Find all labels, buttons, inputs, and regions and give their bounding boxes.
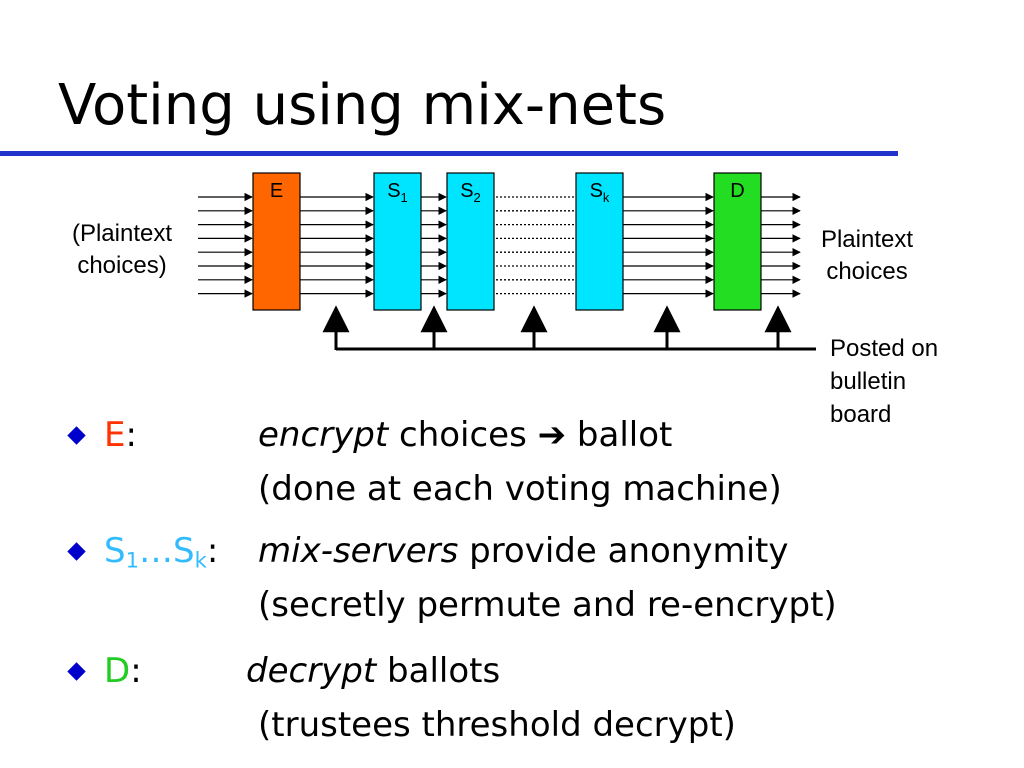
input-label: (Plaintext choices) — [71, 220, 173, 279]
stage-box — [713, 172, 762, 311]
diamond-bullet-icon — [67, 662, 86, 681]
output-label: Plaintext choices — [820, 226, 914, 285]
stage-box — [373, 172, 422, 311]
term-D: D: — [104, 651, 142, 691]
desc-encrypt-detail: (done at each voting machine) — [258, 469, 782, 509]
stage-box — [252, 172, 301, 311]
title-underline — [0, 151, 898, 156]
stage-box — [446, 172, 495, 311]
term-S: S1…Sk: — [104, 531, 219, 573]
term-E: E: — [104, 415, 137, 455]
stage-box — [575, 172, 624, 311]
desc-decrypt-detail: (trustees threshold decrypt) — [258, 705, 736, 745]
stage-box-label: D — [730, 180, 744, 202]
bullet-decrypt: D: decrypt ballots (trustees threshold d… — [67, 651, 970, 751]
bullet-encrypt: E: encrypt choices ➔ ballot (done at eac… — [67, 415, 970, 515]
desc-mix-servers: mix-servers provide anonymity — [258, 531, 789, 571]
stage-box-label: E — [270, 180, 283, 202]
desc-decrypt: decrypt ballots — [246, 651, 501, 691]
diamond-bullet-icon — [67, 542, 86, 561]
slide-title: Voting using mix-nets — [58, 73, 667, 138]
bulletin-board-lines — [322, 305, 816, 351]
board-label: Posted on bulletin board — [830, 335, 939, 428]
wire-lines — [198, 192, 801, 298]
diamond-bullet-icon — [67, 426, 86, 445]
desc-encrypt: encrypt choices ➔ ballot — [258, 415, 673, 455]
bullet-mix-servers: S1…Sk: mix-servers provide anonymity (se… — [67, 531, 1020, 631]
desc-mix-servers-detail: (secretly permute and re-encrypt) — [258, 585, 837, 625]
